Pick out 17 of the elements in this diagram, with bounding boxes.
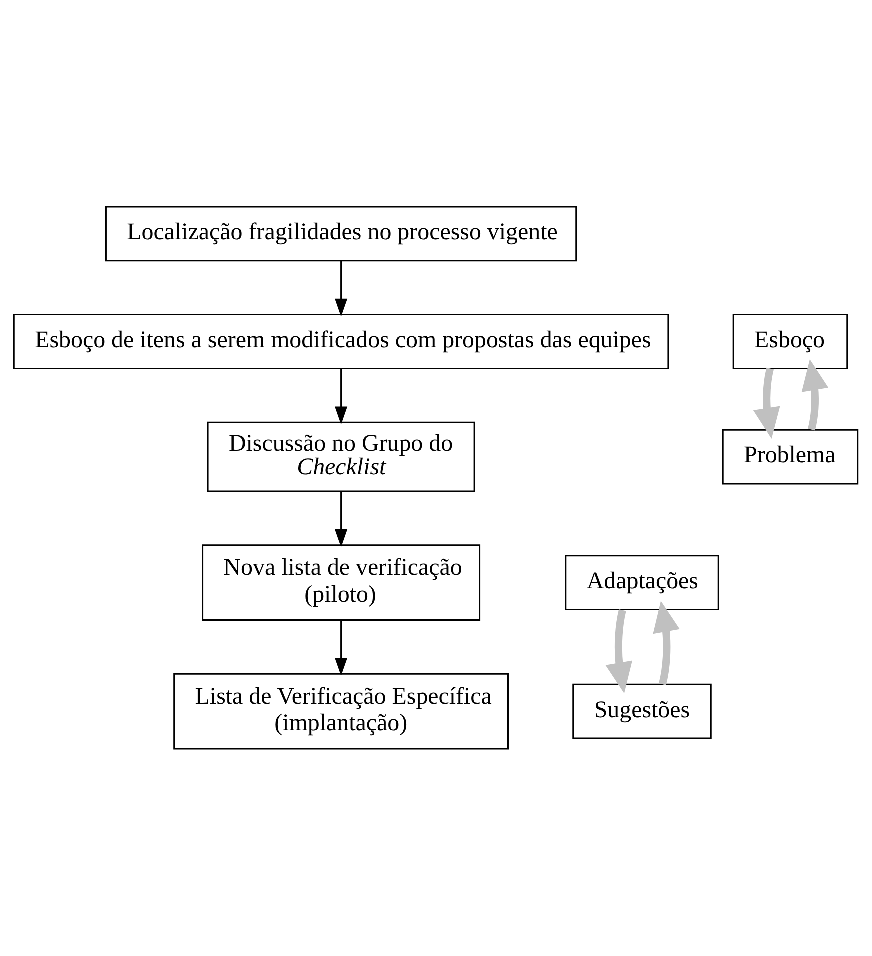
node-box: Sugestões <box>572 684 712 740</box>
node-box: Discussão no Grupo do Checklist <box>207 422 476 492</box>
node-box: Localização fragilidades no processo vigente <box>105 206 578 262</box>
arrow <box>653 601 680 686</box>
arrow <box>335 368 348 425</box>
node-box: Adaptações <box>565 555 720 610</box>
arrow <box>753 368 780 439</box>
node-box: Nova lista de verificação (piloto) <box>202 544 481 621</box>
node-box: Problema <box>722 429 859 485</box>
node-box: Esboço <box>732 314 848 370</box>
arrow <box>335 492 348 548</box>
arrow <box>802 360 829 431</box>
arrow <box>335 620 348 676</box>
node-box: Esboço de itens a serem modificados com propostas das equipes <box>13 314 670 370</box>
arrow <box>335 261 348 317</box>
arrow <box>606 610 632 694</box>
node-box: Lista de Verificação Específica (implantação) <box>174 673 509 750</box>
